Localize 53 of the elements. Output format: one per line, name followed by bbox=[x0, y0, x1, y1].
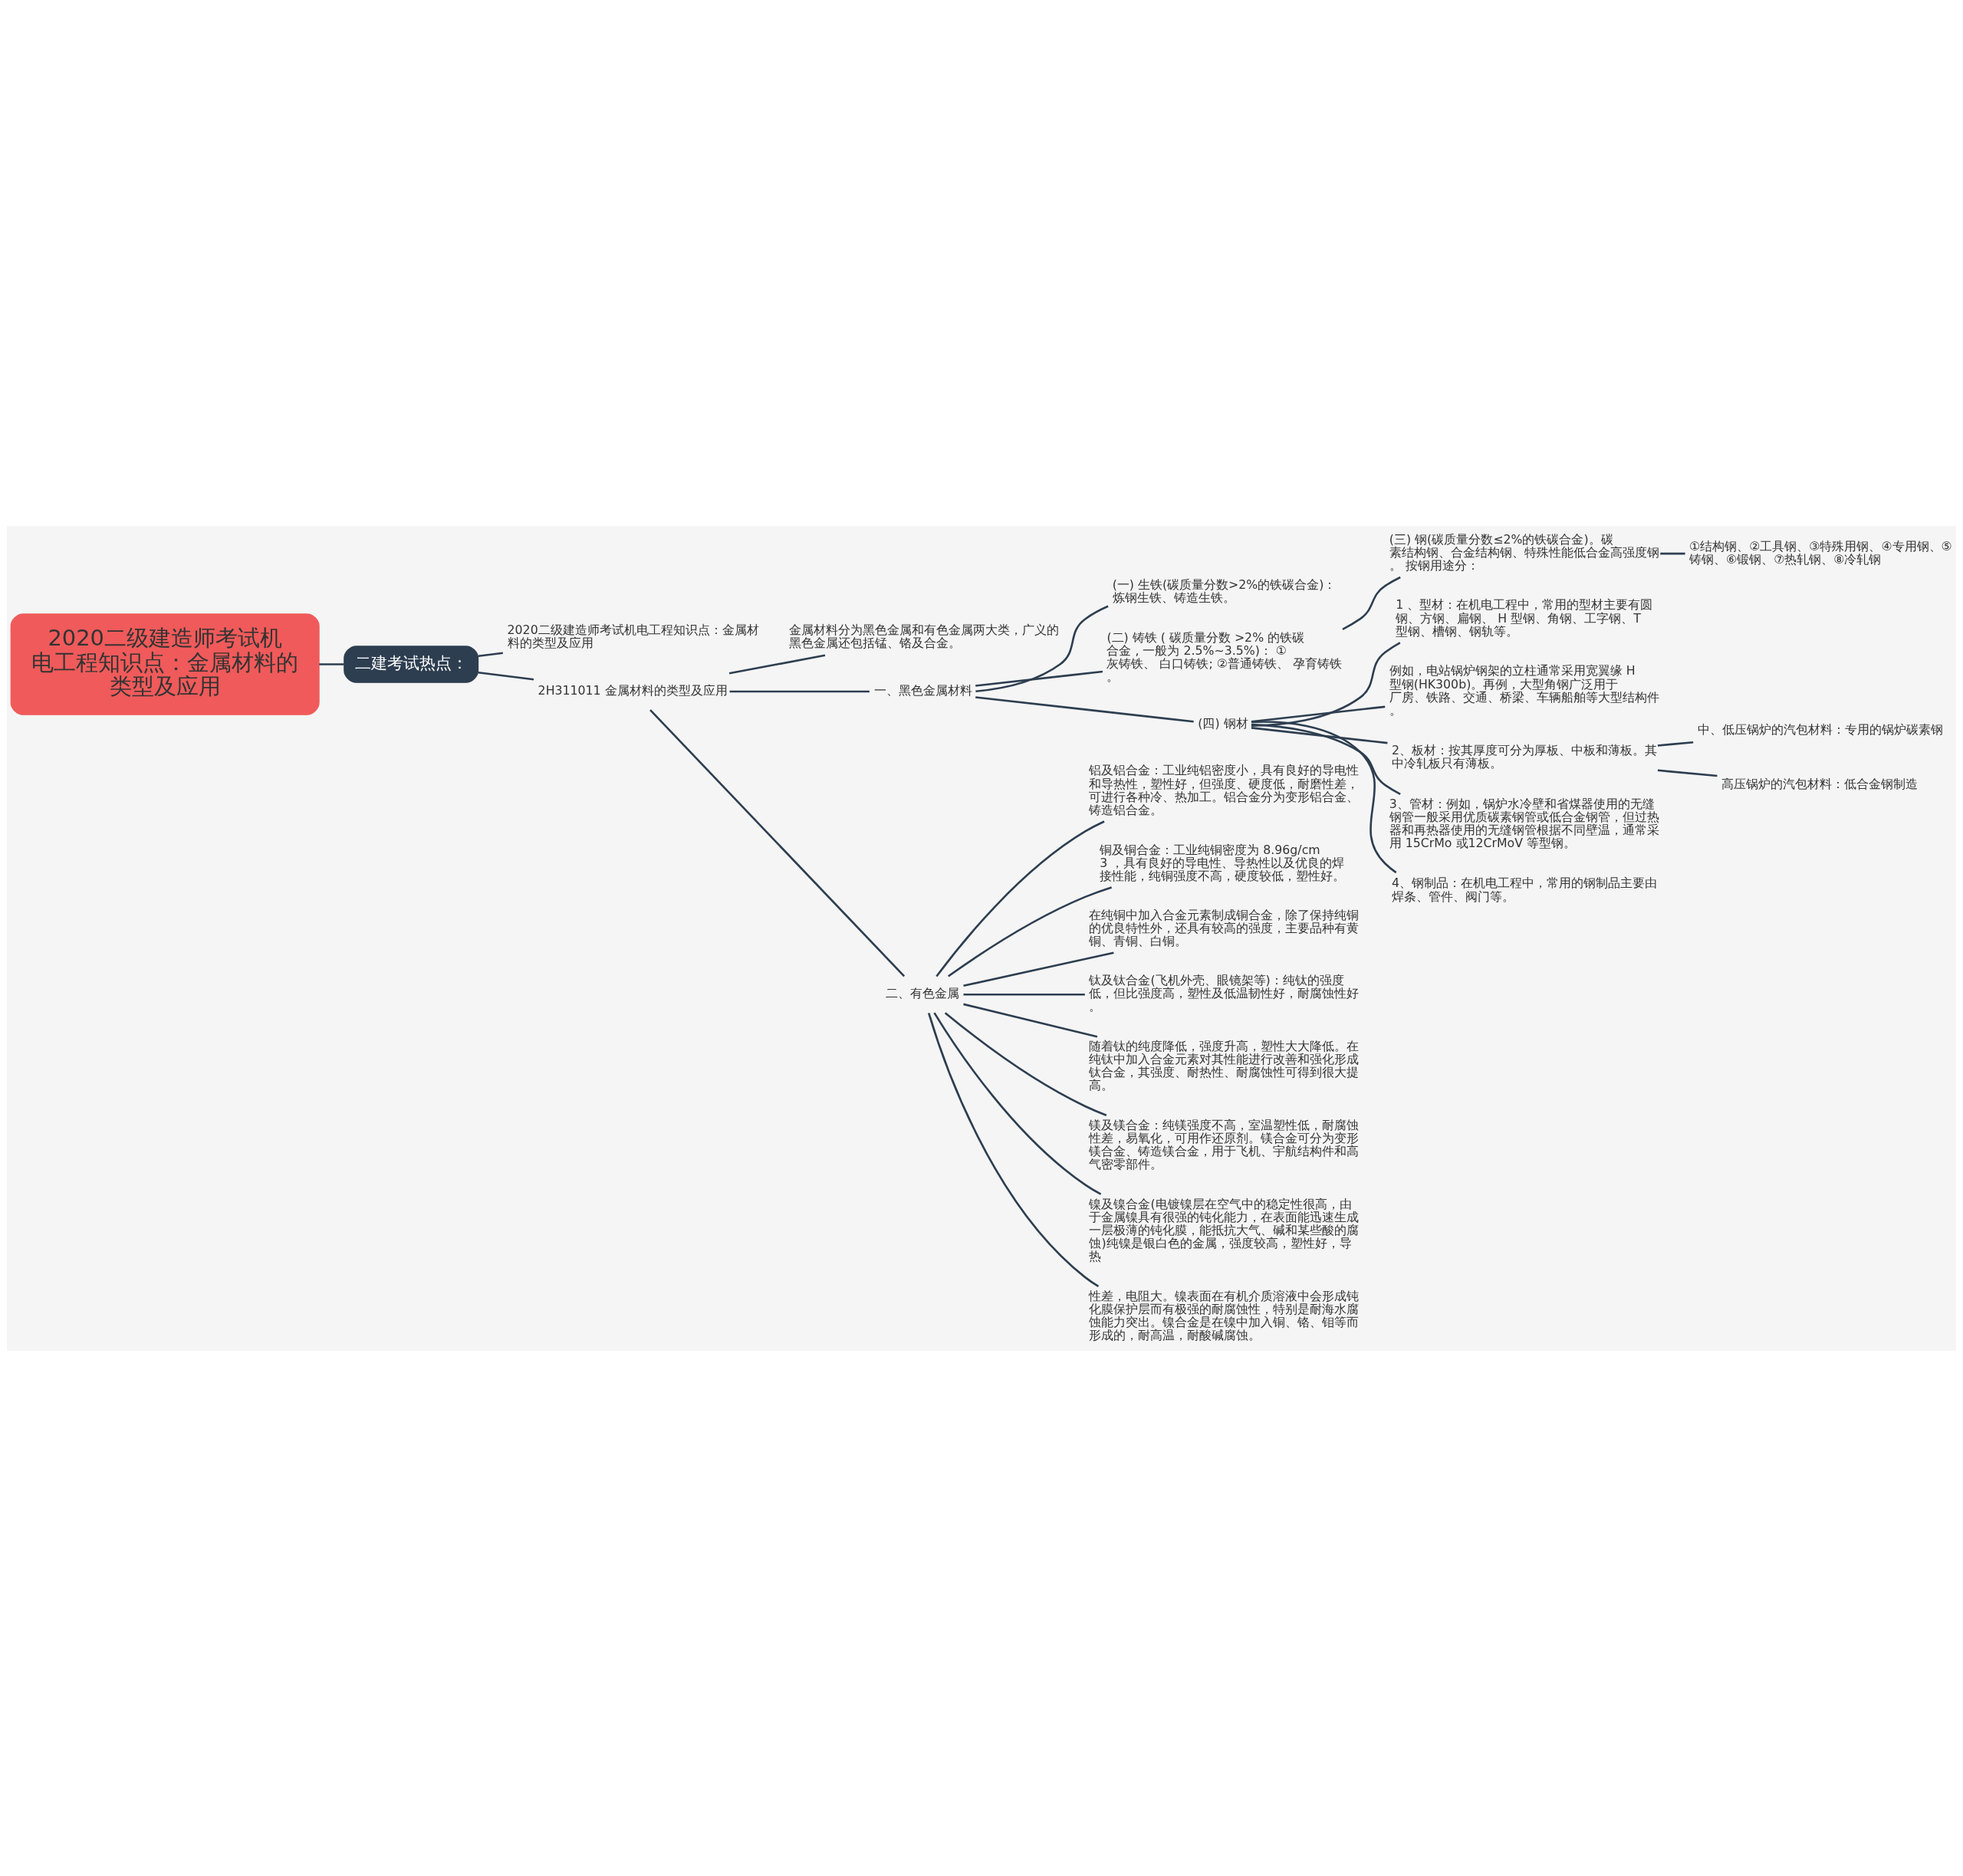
node-text: 一、黑色金属材料 bbox=[873, 682, 972, 698]
node-text: ①结构钢、②工具钢、③特殊用钢、④专用钢、⑤铸钢、⑥锻钢、⑦热轧钢、⑧冷轧钢 bbox=[1689, 538, 1952, 567]
node-text: 2020二级建造师考试机电工程知识点：金属材料的类型及应用 bbox=[507, 622, 759, 650]
connector bbox=[927, 1012, 1100, 1287]
connector bbox=[1657, 769, 1718, 777]
connector bbox=[933, 1011, 1102, 1195]
connector bbox=[1251, 726, 1388, 744]
connector bbox=[1657, 741, 1694, 747]
connector bbox=[1251, 705, 1386, 723]
node-text: 镍及镍合金(电镀镍层在空气中的稳定性很高，由于金属镍具有很强的钝化能力，在表面能迅速生成一层极薄的钝化膜，能抵抗大气、碱和某些酸的腐蚀)纯镍是银白色的金属，强度较高，塑性好，导热 bbox=[1089, 1196, 1360, 1263]
connector bbox=[478, 652, 503, 657]
node-text: (四) 钢材 bbox=[1198, 715, 1248, 731]
node-text: 2、板材：按其厚度可分为厚板、中板和薄板。其中冷轧板只有薄板。 bbox=[1392, 742, 1658, 770]
node-text: 金属材料分为黑色金属和有色金属两大类，广义的黑色金属还包括锰、铬及合金。 bbox=[789, 622, 1060, 650]
node-text: 3、管材：例如，锅炉水冷壁和省煤器使用的无缝钢管一般采用优质碳素钢管或低合金钢管，但过热器和再热器使用的无缝钢管根据不同壁温，通常采用 15CrMo 或12CrMoV 等型钢。 bbox=[1389, 796, 1659, 850]
node-text: 铝及铝合金：工业纯铝密度小，具有良好的导电性和导热性，塑性好，但强度、硬度低，耐磨性差，可进行各种冷、热加工。铝合金分为变形铝合金、铸造铝合金。 bbox=[1089, 762, 1360, 817]
connector bbox=[1660, 552, 1685, 554]
connector bbox=[319, 662, 344, 665]
node-text: 性差，电阻大。镍表面在有机介质溶液中会形成钝化膜保护层而有极强的耐腐蚀性，特别是耐海水腐蚀能力突出。镍合金是在镍中加入铜、铬、钼等而形成的，耐高温，耐酸碱腐蚀。 bbox=[1089, 1288, 1360, 1342]
connector bbox=[975, 605, 1109, 692]
node-text: (三) 钢(碳质量分数≤2%的铁碳合金)。碳素结构钢、合金结构钢、特殊性能低合金高强度钢。 按钢用途分： bbox=[1389, 531, 1659, 573]
connector bbox=[1251, 720, 1397, 873]
connector bbox=[963, 993, 1085, 995]
connector bbox=[1251, 723, 1401, 795]
connector bbox=[944, 1011, 1107, 1116]
node-text: 随着钛的纯度降低，强度升高，塑性大大降低。在纯钛中加入合金元素对其性能进行改善和强化形成钛合金，其强度、耐热性、耐腐蚀性可得到很大提高。 bbox=[1089, 1038, 1360, 1092]
connector bbox=[963, 1003, 1098, 1038]
node-text: 镁及镁合金：纯镁强度不高，室温塑性低，耐腐蚀性差，易氧化，可用作还原剂。镁合金可分为变形镁合金、铸造镁合金，用于飞机、宇航结构件和高气密零部件。 bbox=[1089, 1117, 1360, 1171]
connector bbox=[935, 820, 1105, 977]
connector bbox=[1251, 641, 1401, 727]
node-text: 2H311011 金属材料的类型及应用 bbox=[538, 682, 728, 698]
connector bbox=[649, 708, 906, 977]
connector bbox=[729, 690, 870, 692]
node-text: 在纯铜中加入合金元素制成铜合金，除了保持纯铜的优良特性外，还具有较高的强度，主要品种有黄铜、青铜、白铜。 bbox=[1089, 907, 1360, 948]
node-text: 1 、型材：在机电工程中，常用的型材主要有圆钢、方钢、扁钢、 H 型钢、角钢、工字钢、T 型钢、槽钢、钢轨等。 bbox=[1396, 596, 1653, 639]
node-text: 4、钢制品：在机电工程中，常用的钢制品主要由焊条、管件、阀门等。 bbox=[1392, 876, 1658, 904]
connector bbox=[948, 885, 1113, 977]
node-text: 铜及铜合金：工业纯铜密度为 8.96g/cm 3 ，具有良好的导电性、导热性以及优良的焊接性能，纯铜强度不高，硬度较低，塑性好。 bbox=[1100, 842, 1346, 883]
node-text: 高压锅炉的汽包材料：低合金钢制造 bbox=[1721, 776, 1919, 791]
node-box: 2020二级建造师考试机电工程知识点：金属材料的类型及应用 bbox=[10, 613, 320, 715]
connector bbox=[1342, 576, 1401, 630]
node-text: (一) 生铁(碳质量分数>2%的铁碳合金)：炼钢生铁、铸造生铁。 bbox=[1112, 577, 1337, 605]
node-text: 中、低压锅炉的汽包材料：专用的锅炉碳素钢 bbox=[1697, 721, 1943, 737]
connector bbox=[478, 671, 534, 681]
connector bbox=[963, 951, 1114, 987]
connector bbox=[975, 695, 1194, 723]
node-text: 例如，电站锅炉钢架的立柱通常采用宽翼缘 H 型钢(HK300b)。再例，大型角钢广泛用于厂房、铁路、交通、桥梁、车辆船舶等大型结构件。 bbox=[1389, 662, 1659, 718]
node-box: 二建考试热点： bbox=[344, 645, 479, 683]
connector bbox=[728, 653, 826, 675]
node-text: 钛及钛合金(飞机外壳、眼镜架等)：纯钛的强度低，但比强度高，塑性及低温韧性好，耐腐蚀性好。 bbox=[1089, 972, 1360, 1014]
connector bbox=[975, 670, 1103, 687]
node-text: 二、有色金属 bbox=[886, 985, 960, 1000]
node-text: (二) 铸铁 ( 碳质量分数 >2% 的铁碳合金 , 一般为 2.5%~3.5%)： ①灰铸铁、 白口铸铁; ②普通铸铁、 孕育铸铁。 bbox=[1106, 629, 1342, 684]
